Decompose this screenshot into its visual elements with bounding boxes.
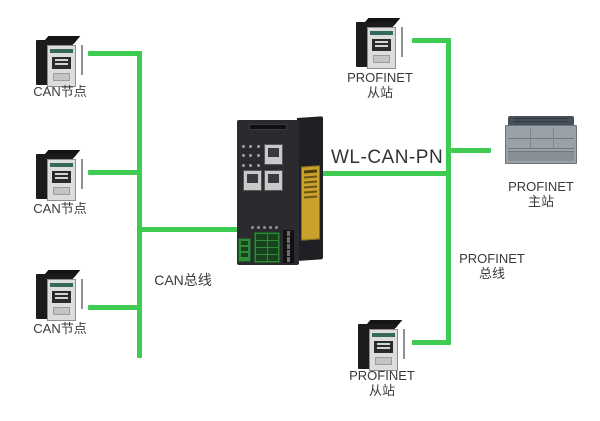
profinet-slave-top-label-line2: 从站	[366, 84, 393, 100]
device-front-panel	[47, 159, 76, 201]
device-antenna	[81, 279, 83, 309]
device-keypad	[375, 357, 392, 365]
device-keypad	[53, 187, 70, 195]
plc-top-section	[508, 116, 574, 127]
gateway-to-profinet-bus-line	[322, 171, 451, 176]
profinet-slave-bottom-label-line1: PROFINET	[349, 368, 415, 383]
device-display	[374, 341, 393, 353]
profinet-slave-bottom-label: PROFINET 从站	[337, 368, 427, 399]
profinet-master-branch-line	[451, 148, 491, 153]
device-front-panel	[47, 279, 76, 321]
gateway-device	[237, 116, 323, 265]
device-antenna	[403, 329, 405, 359]
device-display	[52, 291, 71, 303]
profinet-slave-top-device	[356, 18, 404, 70]
can-bus-vertical-line	[137, 51, 142, 358]
gateway-power-terminal	[238, 238, 251, 262]
device-keypad	[53, 307, 70, 315]
device-display	[52, 57, 71, 69]
profinet-slave-top-label: PROFINET 从站	[335, 70, 425, 101]
device-logo-strip	[50, 49, 73, 53]
profinet-bus-vertical-line	[446, 38, 451, 345]
profinet-slave-bottom-label-line2: 从站	[368, 382, 395, 398]
can-node-2-device	[36, 150, 84, 202]
can-node-1-device	[36, 36, 84, 88]
can-node-3-device	[36, 270, 84, 322]
plc-body	[505, 125, 577, 164]
can-node-3-label: CAN节点	[33, 321, 87, 336]
can-bus-label: CAN总线	[154, 272, 212, 288]
gateway-status-leds	[241, 144, 263, 172]
gateway-can-terminal	[254, 232, 280, 263]
plc-terminal-strip	[508, 151, 574, 161]
device-antenna	[81, 45, 83, 75]
profinet-master-label-line1: PROFINET	[508, 179, 574, 194]
profinet-bus-label: PROFINET 总线	[452, 251, 532, 282]
gateway-label: WL-CAN-PN	[331, 147, 444, 168]
device-front-panel	[369, 329, 398, 371]
device-antenna	[401, 27, 403, 57]
gateway-top-vent	[249, 124, 287, 130]
gateway-ethernet-port-3	[264, 170, 283, 191]
can-node-2-label: CAN节点	[33, 201, 87, 216]
device-keypad	[373, 55, 390, 63]
device-display	[52, 171, 71, 183]
device-keypad	[53, 73, 70, 81]
profinet-slave-top-branch-line	[412, 38, 451, 43]
gateway-io-leds	[251, 226, 285, 231]
plc-panel-divider	[530, 128, 531, 149]
plc-panel-line	[508, 138, 574, 139]
profinet-master-label: PROFINET 主站	[495, 179, 587, 210]
device-logo-strip	[372, 333, 395, 337]
profinet-bus-label-line2: 总线	[478, 265, 505, 281]
can-node2-branch-line	[88, 170, 142, 175]
profinet-slave-bottom-branch-line	[412, 340, 451, 345]
profinet-slave-top-label-line1: PROFINET	[347, 70, 413, 85]
gateway-ethernet-port-2	[243, 170, 262, 191]
plc-panel-divider	[553, 128, 554, 149]
profinet-master-label-line2: 主站	[527, 193, 554, 209]
can-node3-branch-line	[88, 305, 142, 310]
device-logo-strip	[50, 283, 73, 287]
device-logo-strip	[50, 163, 73, 167]
gateway-spec-plate	[301, 165, 320, 241]
can-node1-branch-line	[88, 51, 142, 56]
can-bus-to-gateway-line	[140, 227, 238, 232]
device-front-panel	[367, 27, 396, 69]
profinet-bus-label-line1: PROFINET	[459, 251, 525, 266]
plc-panel-line	[508, 148, 574, 149]
profinet-slave-bottom-device	[358, 320, 406, 372]
profinet-master-plc-device	[505, 116, 577, 166]
gateway-ethernet-port-1	[264, 144, 283, 165]
can-node-1-label: CAN节点	[33, 84, 87, 99]
device-front-panel	[47, 45, 76, 87]
device-logo-strip	[370, 31, 393, 35]
device-display	[372, 39, 391, 51]
device-antenna	[81, 159, 83, 189]
gateway-pin-header	[283, 230, 294, 263]
